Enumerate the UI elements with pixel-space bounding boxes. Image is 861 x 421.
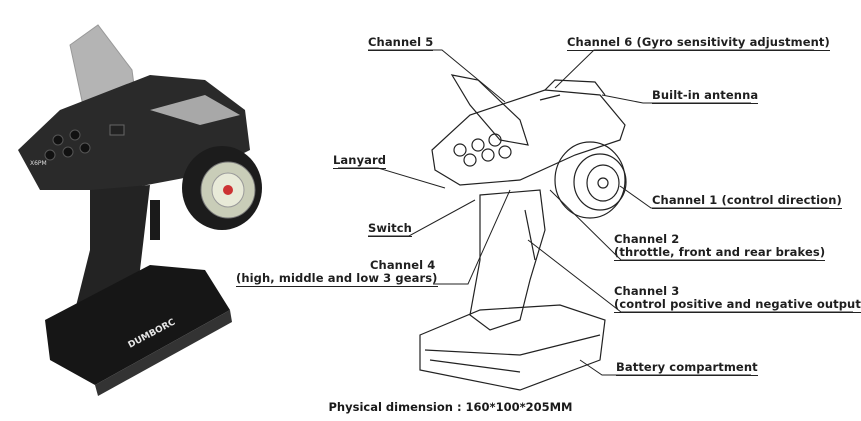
photo-model-text: X6PM <box>30 160 47 167</box>
photo-base <box>45 265 230 385</box>
leader-channel5 <box>368 49 506 103</box>
label-channel4-desc: (high, middle and low 3 gears) <box>236 271 438 287</box>
label-channel2-desc: (throttle, front and rear brakes) <box>614 245 826 261</box>
transmitter-photo: X6PM DUMBORC <box>18 24 262 396</box>
physical-dimension: Physical dimension : 160*100*205MM <box>328 400 573 414</box>
label-channel3-title: Channel 3 <box>614 284 680 298</box>
label-channel3-desc: (control positive and negative output) <box>614 297 861 313</box>
label-channel6: Channel 6 (Gyro sensitivity adjustment) <box>567 35 830 51</box>
label-built-in-antenna: Built-in antenna <box>652 88 759 104</box>
leader-lanyard <box>338 167 446 189</box>
label-switch: Switch <box>368 221 412 237</box>
photo-knobs <box>44 129 91 161</box>
leader-channel4 <box>433 189 511 285</box>
label-channel2-title: Channel 2 <box>614 232 680 246</box>
label-channel1: Channel 1 (control direction) <box>652 193 842 209</box>
photo-steering-wheel <box>182 146 262 230</box>
label-channel4-title: Channel 4 <box>370 258 436 272</box>
label-channel5: Channel 5 <box>368 35 434 51</box>
label-battery-compartment: Battery compartment <box>616 360 758 376</box>
label-lanyard: Lanyard <box>333 153 387 169</box>
